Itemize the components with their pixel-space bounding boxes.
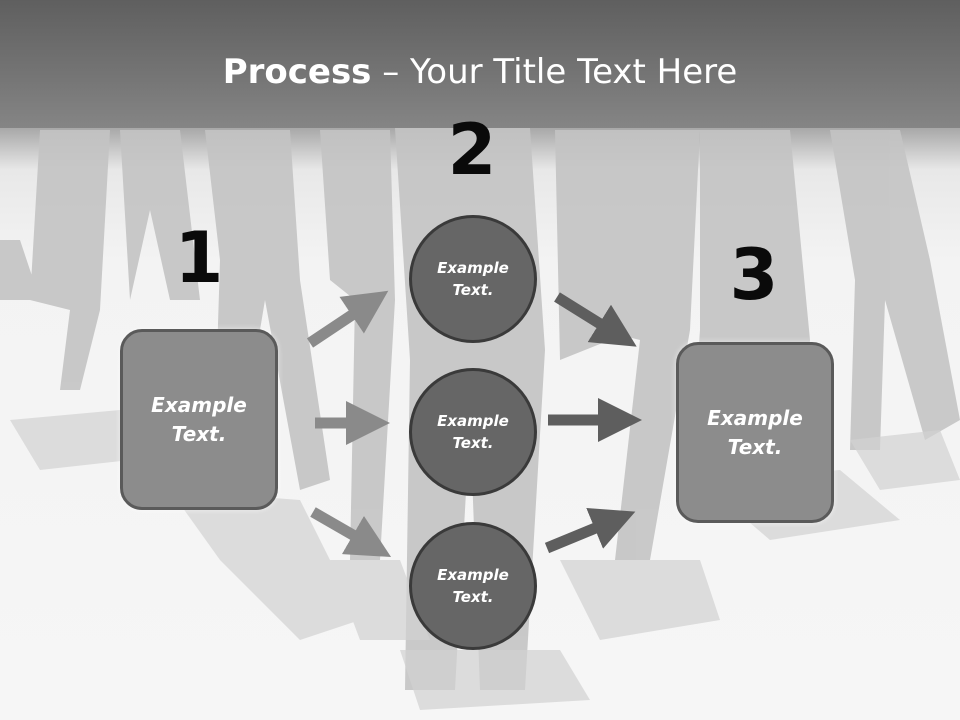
slide-title: Process – Your Title Text Here <box>0 52 960 92</box>
title-bold-word: Process <box>222 52 372 92</box>
middle-circle[interactable]: Example Text. <box>409 368 537 496</box>
arrow-bottom-circle-to-box <box>544 508 636 554</box>
title-rest: – Your Title Text Here <box>371 52 738 92</box>
right-text-box[interactable]: Example Text. <box>676 342 834 523</box>
title-bar <box>0 0 960 128</box>
left-box-label: Example Text. <box>151 392 247 446</box>
step-number-2: 2 <box>447 109 497 191</box>
arrow-box-to-top-circle <box>306 290 389 348</box>
arrow-top-circle-to-box <box>554 292 637 347</box>
bottom-circle[interactable]: Example Text. <box>409 522 537 650</box>
left-text-box[interactable]: Example Text. <box>120 329 278 510</box>
middle-circle-label: Example Text. <box>437 411 509 453</box>
step-number-3: 3 <box>729 234 779 316</box>
top-circle-label: Example Text. <box>437 258 509 300</box>
top-circle[interactable]: Example Text. <box>409 215 537 343</box>
arrow-box-to-bottom-circle <box>310 507 392 557</box>
right-box-label: Example Text. <box>707 405 803 459</box>
bottom-circle-label: Example Text. <box>437 565 509 607</box>
step-number-1: 1 <box>174 217 224 299</box>
